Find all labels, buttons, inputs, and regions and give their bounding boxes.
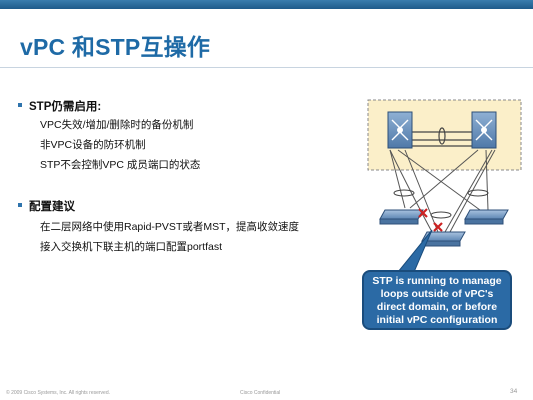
callout-line: initial vPC configuration [376, 314, 498, 326]
title-divider [0, 67, 533, 68]
bullet-config-recommendation: 配置建议 [18, 198, 75, 214]
access-switch-bottom-icon [421, 231, 466, 247]
blocked-port-x-icon [418, 208, 428, 218]
footer-confidential: Cisco Confidential [240, 390, 281, 396]
sub-item: 接入交换机下联主机的端口配置portfast [40, 241, 223, 253]
bullet-heading: STP仍需启用: [29, 101, 102, 113]
access-switch-right-icon [464, 209, 509, 225]
slide-title: vPC 和STP互操作 [20, 34, 211, 60]
bullet-square-icon [18, 102, 22, 107]
stp-callout-box: STP is running to manage loops outside o… [362, 270, 512, 330]
sub-item: 在二层网络中使用Rapid-PVST或者MST，提高收敛速度 [40, 221, 300, 233]
callout-line: STP is running to manage [372, 275, 502, 287]
sub-item: VPC失效/增加/删除时的备份机制 [40, 119, 194, 131]
bullet-square-icon [18, 202, 22, 207]
top-banner [0, 0, 533, 9]
sub-item: 非VPC设备的防环机制 [40, 139, 146, 151]
callout-pointer [396, 229, 433, 273]
sub-item: STP不会控制VPC 成员端口的状态 [40, 159, 201, 171]
footer-copyright: © 2009 Cisco Systems, Inc. All rights re… [6, 390, 111, 396]
access-switch-left-icon [379, 209, 424, 225]
peer-links [412, 127, 472, 147]
port-channel-ovals [393, 189, 489, 219]
blocked-port-x-icon [433, 222, 443, 232]
page-number: 34 [510, 388, 518, 395]
bullet-stp-required: STP仍需启用: [18, 98, 101, 114]
callout-line: loops outside of vPC's [380, 288, 494, 300]
bullet-heading: 配置建议 [29, 201, 75, 213]
core-switch-right-icon [471, 111, 497, 149]
uplink-lines [389, 149, 496, 233]
callout-line: direct domain, or before [376, 301, 498, 313]
core-switch-left-icon [387, 111, 413, 149]
